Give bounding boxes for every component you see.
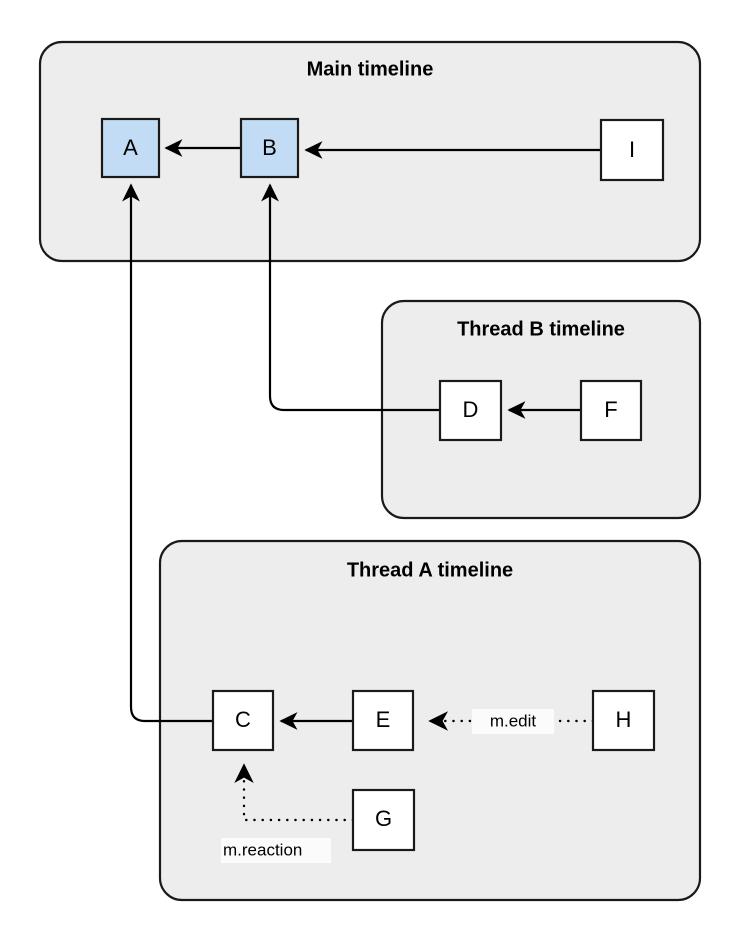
node-c-label: C bbox=[235, 707, 251, 732]
node-d[interactable]: D bbox=[438, 379, 503, 442]
container-main-timeline-title: Main timeline bbox=[307, 58, 434, 80]
node-i-box bbox=[599, 118, 665, 182]
edge-label-m-reaction-backdrop bbox=[221, 838, 331, 863]
node-g-label: G bbox=[375, 806, 392, 831]
node-c[interactable]: C bbox=[211, 689, 275, 752]
node-i[interactable]: I bbox=[599, 118, 665, 182]
node-f-box bbox=[579, 379, 643, 442]
edge-c-to-a[interactable] bbox=[122, 183, 213, 723]
node-a[interactable]: A bbox=[100, 117, 161, 179]
edge-label-m-reaction-text: m.reaction bbox=[223, 840, 302, 859]
node-e-label: E bbox=[376, 707, 391, 732]
node-d-label: D bbox=[463, 397, 479, 422]
node-b-label: B bbox=[262, 135, 277, 160]
node-d-box bbox=[438, 379, 503, 442]
node-a-label: A bbox=[123, 135, 138, 160]
node-b[interactable]: B bbox=[239, 117, 300, 179]
node-h-box bbox=[591, 689, 656, 752]
node-g[interactable]: G bbox=[351, 788, 416, 852]
node-e-box bbox=[351, 689, 415, 752]
container-thread-b-timeline-title: Thread B timeline bbox=[457, 318, 625, 340]
node-e[interactable]: E bbox=[351, 689, 415, 752]
node-f[interactable]: F bbox=[579, 379, 643, 442]
edge-label-m-edit-text: m.edit bbox=[490, 711, 537, 730]
edge-label-m-reaction: m.reaction bbox=[221, 838, 331, 863]
node-f-label: F bbox=[604, 397, 617, 422]
node-h-label: H bbox=[616, 707, 632, 732]
node-a-box bbox=[100, 117, 161, 179]
edge-d-to-b[interactable] bbox=[261, 183, 440, 412]
container-main-timeline[interactable]: Main timeline bbox=[38, 40, 702, 263]
node-c-box bbox=[211, 689, 275, 752]
edge-label-m-edit: m.edit bbox=[472, 709, 554, 734]
node-b-box bbox=[239, 117, 300, 179]
node-g-box bbox=[351, 788, 416, 852]
node-i-label: I bbox=[629, 137, 635, 162]
container-thread-a-timeline-title: Thread A timeline bbox=[347, 559, 513, 581]
node-h[interactable]: H bbox=[591, 689, 656, 752]
edge-label-m-edit-backdrop bbox=[472, 709, 554, 734]
container-main-timeline-shape bbox=[38, 40, 702, 263]
